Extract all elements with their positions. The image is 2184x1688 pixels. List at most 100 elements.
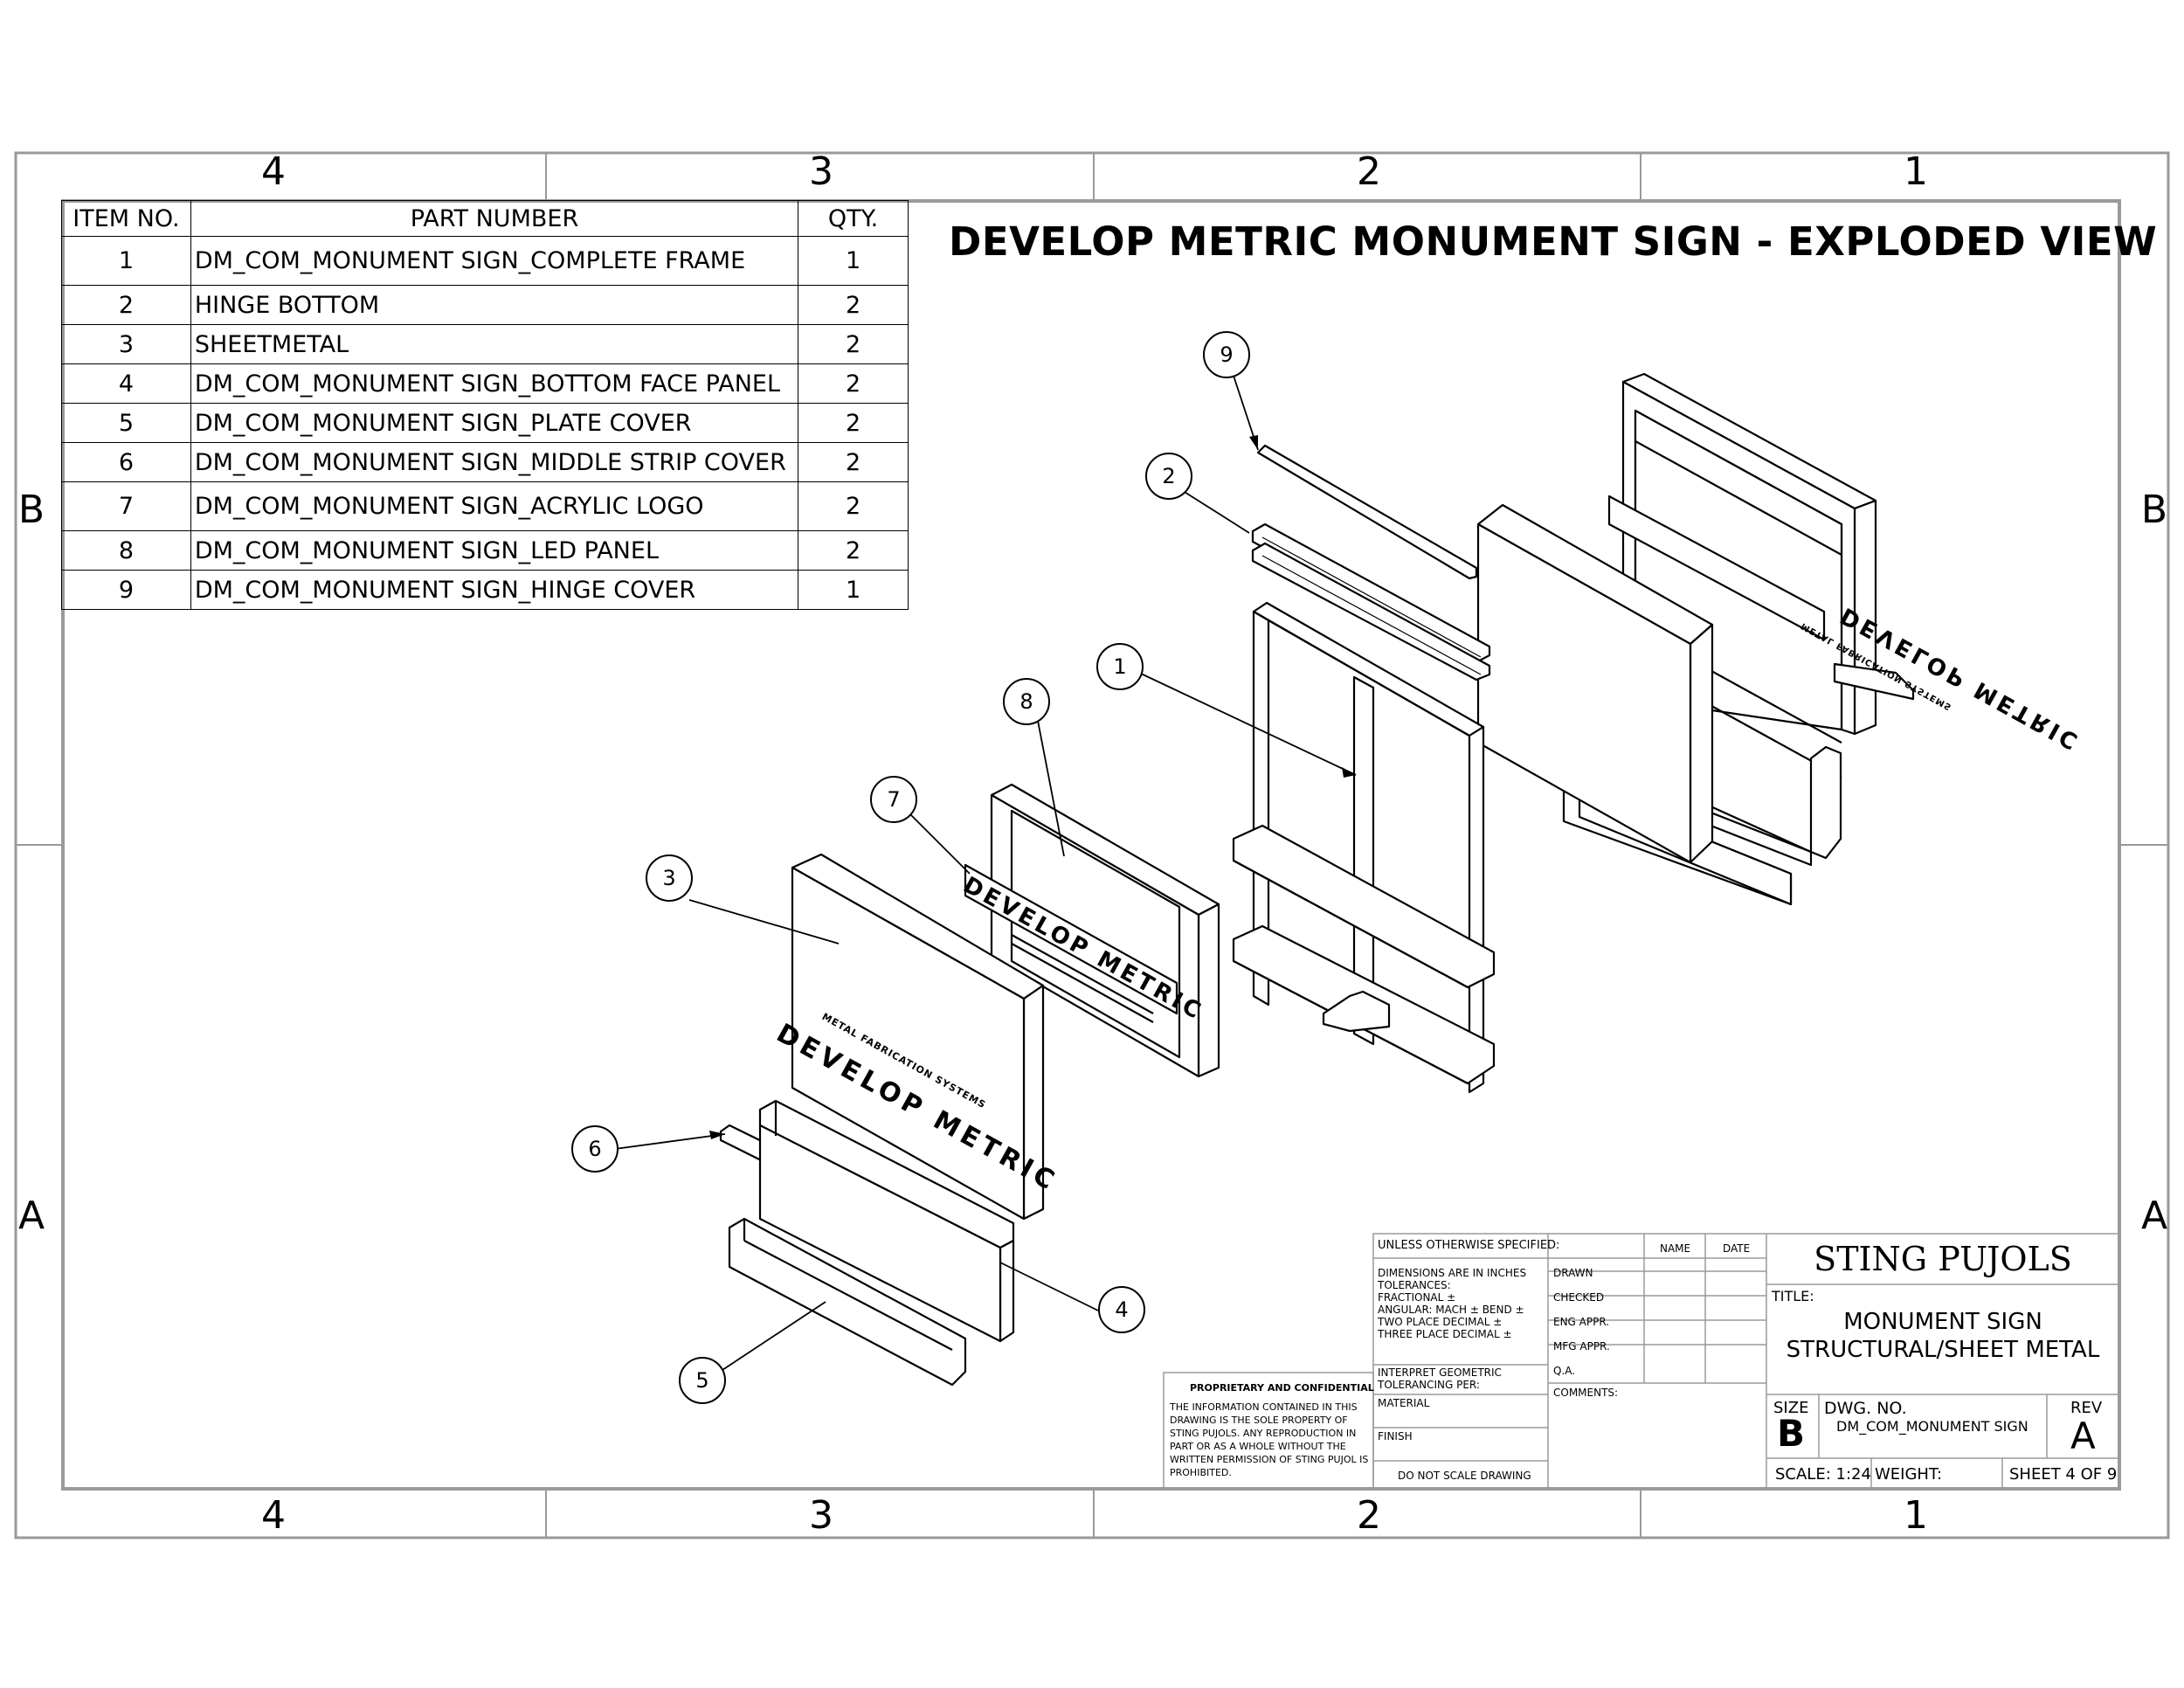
leader-arrows: [709, 435, 1356, 1139]
rev-label: REV: [2070, 1399, 2103, 1417]
exploded-view: [614, 372, 1915, 1387]
zone-column-label: 1: [1904, 149, 1928, 194]
bom-part: DM_COM_MONUMENT SIGN_ACRYLIC LOGO: [190, 481, 799, 531]
material-label: MATERIAL: [1378, 1397, 1430, 1409]
bom-item: 8: [61, 530, 191, 571]
bom-qty: 2: [798, 442, 909, 482]
zone-column-label: 3: [809, 1493, 833, 1538]
balloon-item-2: 2: [1145, 453, 1192, 500]
balloon-item-6: 6: [571, 1125, 619, 1173]
bom-item: 6: [61, 442, 191, 482]
zone-row-label: A: [2140, 1193, 2168, 1238]
rev-value: A: [2070, 1415, 2096, 1457]
approval-checked: CHECKED: [1553, 1291, 1605, 1304]
part-bottom-face-panel: [758, 1099, 1015, 1343]
drawing-name-line2: STRUCTURAL/SHEET METAL: [1786, 1337, 2100, 1363]
geometric-line: TOLERANCING PER:: [1378, 1379, 1480, 1391]
dwg-no-value: DM_COM_MONUMENT SIGN: [1836, 1418, 2028, 1435]
title-label: TITLE:: [1772, 1288, 1814, 1304]
geometric-line: INTERPRET GEOMETRIC: [1378, 1366, 1502, 1379]
bom-qty: 2: [798, 530, 909, 571]
bom-header-row: ITEM NO. PART NUMBER QTY.: [61, 200, 909, 237]
bom-part: SHEETMETAL: [190, 324, 799, 364]
zone-row-label: B: [17, 488, 45, 532]
scale-value: SCALE: 1:24: [1775, 1465, 1871, 1484]
bom-qty: 2: [798, 403, 909, 443]
proprietary-line: THE INFORMATION CONTAINED IN THIS: [1170, 1401, 1358, 1413]
bom-header-item: ITEM NO.: [61, 200, 191, 237]
proprietary-line: PROHIBITED.: [1170, 1467, 1232, 1478]
part-plate-cover: [728, 1217, 967, 1387]
tolerance-line: ANGULAR: MACH ± BEND ±: [1378, 1304, 1524, 1316]
finish-label: FINISH: [1378, 1430, 1413, 1442]
zone-column-label: 2: [1357, 1493, 1381, 1538]
size-value: B: [1777, 1412, 1806, 1455]
geometric-tolerancing: INTERPRET GEOMETRIC TOLERANCING PER:: [1378, 1366, 1502, 1391]
zone-ticks: [16, 153, 2168, 1538]
approval-name-header: NAME: [1660, 1242, 1691, 1255]
bom-part: DM_COM_MONUMENT SIGN_LED PANEL: [190, 530, 799, 571]
balloon-item-7: 7: [870, 776, 917, 823]
tolerance-line: TOLERANCES:: [1378, 1279, 1451, 1291]
proprietary-line: DRAWING IS THE SOLE PROPERTY OF: [1170, 1415, 1348, 1426]
balloon-item-8: 8: [1003, 678, 1050, 725]
approval-qa: Q.A.: [1553, 1365, 1576, 1377]
balloon-item-5: 5: [679, 1357, 726, 1404]
zone-column-label: 2: [1357, 149, 1381, 194]
tolerance-heading: UNLESS OTHERWISE SPECIFIED:: [1378, 1239, 1560, 1252]
bom-part: DM_COM_MONUMENT SIGN_BOTTOM FACE PANEL: [190, 363, 799, 404]
zone-column-label: 3: [809, 149, 833, 194]
size-label: SIZE: [1773, 1399, 1809, 1417]
part-hinge-bottom: [1251, 522, 1491, 681]
bom-qty: 2: [798, 481, 909, 531]
bom-item: 4: [61, 363, 191, 404]
balloon-item-9: 9: [1203, 331, 1250, 378]
part-complete-frame: [1232, 601, 1496, 1094]
approval-eng: ENG APPR.: [1553, 1316, 1610, 1328]
part-rear-face-panel: [1476, 503, 1714, 864]
zone-column-label: 1: [1904, 1493, 1928, 1538]
proprietary-line: WRITTEN PERMISSION OF STING PUJOL IS: [1170, 1454, 1369, 1465]
tolerance-line: DIMENSIONS ARE IN INCHES: [1378, 1267, 1527, 1279]
part-hinge-cover: [1256, 444, 1478, 580]
tolerance-notes: DIMENSIONS ARE IN INCHES TOLERANCES: FRA…: [1378, 1267, 1526, 1340]
bom-qty: 1: [798, 570, 909, 610]
bom-item: 1: [61, 236, 191, 286]
bom-item: 9: [61, 570, 191, 610]
bom-qty: 2: [798, 363, 909, 404]
bom-qty: 1: [798, 236, 909, 286]
tolerance-line: TWO PLACE DECIMAL ±: [1378, 1316, 1503, 1328]
part-acrylic-logo: [964, 863, 1178, 1015]
balloon-item-3: 3: [646, 854, 693, 902]
bom-header-part: PART NUMBER: [190, 200, 799, 237]
balloon-item-1: 1: [1096, 643, 1144, 690]
zone-column-label: 4: [261, 1493, 286, 1538]
bom-part: HINGE BOTTOM: [190, 285, 799, 325]
company-name: STING PUJOLS: [1814, 1240, 2072, 1278]
proprietary-notice: THE INFORMATION CONTAINED IN THIS DRAWIN…: [1170, 1401, 1368, 1479]
bom-item: 5: [61, 403, 191, 443]
approval-drawn: DRAWN: [1553, 1267, 1593, 1279]
zone-column-label: 4: [261, 149, 286, 194]
part-front-sheetmetal: [791, 853, 1045, 1221]
dwg-no-label: DWG. NO.: [1824, 1399, 1907, 1418]
proprietary-line: PART OR AS A WHOLE WITHOUT THE: [1170, 1441, 1346, 1452]
approval-mfg: MFG APPR.: [1553, 1340, 1610, 1352]
zone-row-label: A: [17, 1193, 45, 1238]
weight-label: WEIGHT:: [1875, 1465, 1943, 1484]
do-not-scale-note: DO NOT SCALE DRAWING: [1398, 1470, 1531, 1482]
proprietary-heading: PROPRIETARY AND CONFIDENTIAL: [1190, 1382, 1374, 1394]
bom-part: DM_COM_MONUMENT SIGN_COMPLETE FRAME: [190, 236, 799, 286]
bom-qty: 2: [798, 324, 909, 364]
leader-lines: [614, 375, 1357, 1371]
zone-row-label: B: [2140, 488, 2168, 532]
